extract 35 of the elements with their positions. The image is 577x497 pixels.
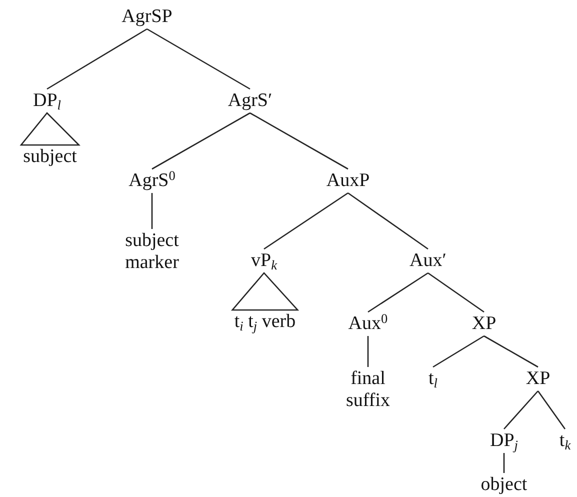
- tree-label: DP$_{j}$: [490, 430, 518, 452]
- tree-label: subject marker: [120, 230, 184, 274]
- branch-line: [432, 335, 484, 368]
- branch-line: [503, 453, 505, 473]
- branch-line: [46, 28, 148, 90]
- tree-label: XP: [526, 368, 550, 390]
- tree-label: Aux$^{0}$: [348, 313, 388, 335]
- tree-label: AgrS′: [228, 90, 272, 112]
- tree-label: subject: [23, 146, 77, 168]
- tree-label: DP$_{l}$: [33, 90, 61, 112]
- branch-line: [151, 193, 153, 229]
- tree-label: AuxP: [326, 170, 370, 192]
- tree-label: vP$_{k}$: [251, 250, 277, 272]
- tree-label: Aux′: [410, 250, 446, 272]
- branch-line: [504, 390, 538, 430]
- tree-label: AgrSP: [122, 6, 172, 28]
- branch-line: [152, 112, 250, 170]
- branch-line: [146, 28, 250, 90]
- triangle-branch: [230, 272, 300, 311]
- branch-line: [537, 390, 566, 430]
- branch-line: [348, 192, 428, 250]
- tree-label: t$_{l}$: [428, 368, 438, 390]
- branch-line: [250, 112, 348, 170]
- tree-label: t$_{k}$: [559, 430, 571, 452]
- tree-label: object: [480, 474, 528, 496]
- branch-line: [367, 336, 369, 367]
- triangle-branch: [20, 112, 80, 146]
- branch-line: [264, 192, 348, 250]
- branch-line: [484, 335, 538, 368]
- tree-label: AgrS$^{0}$: [128, 170, 176, 192]
- tree-label: final suffix: [336, 368, 400, 412]
- branch-line: [368, 272, 428, 313]
- tree-label: t$_{i}$ t$_{j}$ verb: [234, 311, 296, 333]
- branch-line: [428, 272, 484, 313]
- tree-label: XP: [472, 313, 496, 335]
